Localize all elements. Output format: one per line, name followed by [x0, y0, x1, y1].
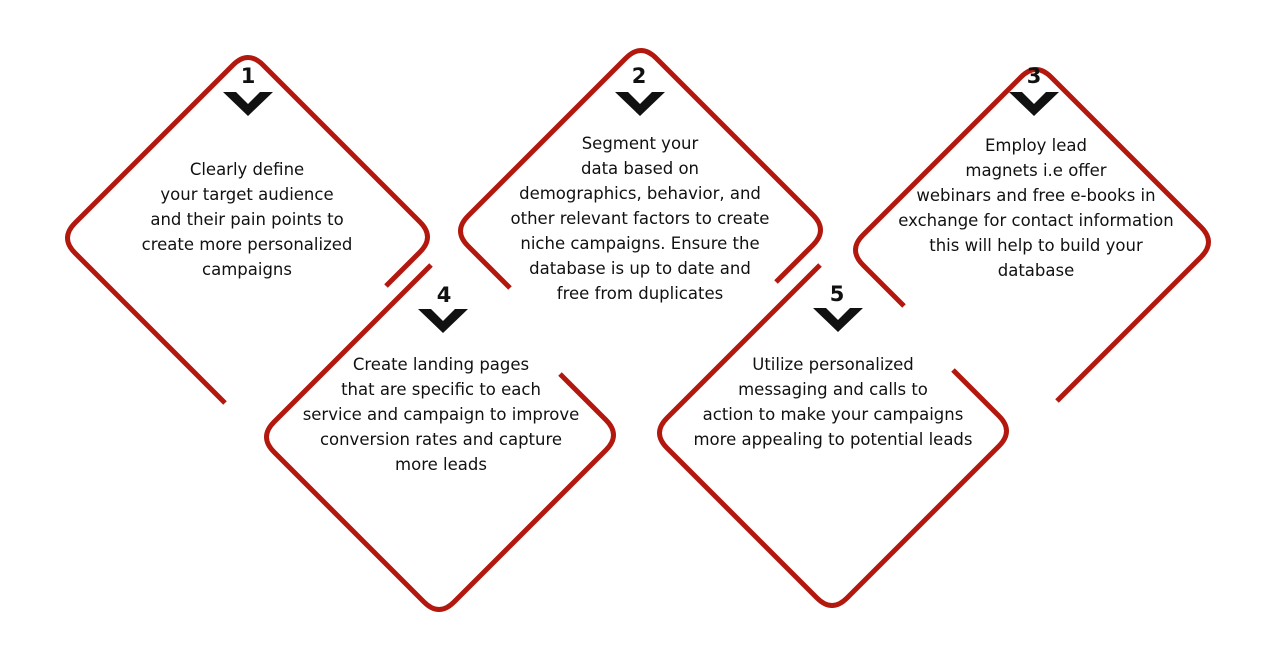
chevron-down-icon [813, 308, 863, 332]
chevron-down-icon [223, 92, 273, 116]
chevron-down-icon [615, 92, 665, 116]
step-2-number: 2 [631, 64, 647, 88]
step-1-text: Clearly define your target audience and … [141, 160, 353, 279]
step-2-text: Segment your data based on demographics,… [510, 134, 770, 303]
chevron-down-icon [418, 309, 468, 333]
step-4-text: Create landing pages that are specific t… [302, 355, 580, 474]
diamond-outline-2 [458, 48, 823, 290]
chevron-down-icon [1009, 92, 1059, 116]
step-5-text: Utilize personalized messaging and calls… [693, 355, 973, 449]
diamond-outline-5 [657, 263, 1009, 608]
diamond-outline-1 [65, 55, 430, 405]
diamond-outline-4 [264, 263, 616, 612]
step-3-number: 3 [1026, 64, 1042, 88]
step-1-number: 1 [240, 64, 256, 88]
step-4-number: 4 [436, 283, 452, 307]
diamond-outline-3 [853, 67, 1211, 403]
step-5-number: 5 [829, 282, 845, 306]
step-3-text: Employ lead magnets i.e offer webinars a… [898, 136, 1174, 280]
